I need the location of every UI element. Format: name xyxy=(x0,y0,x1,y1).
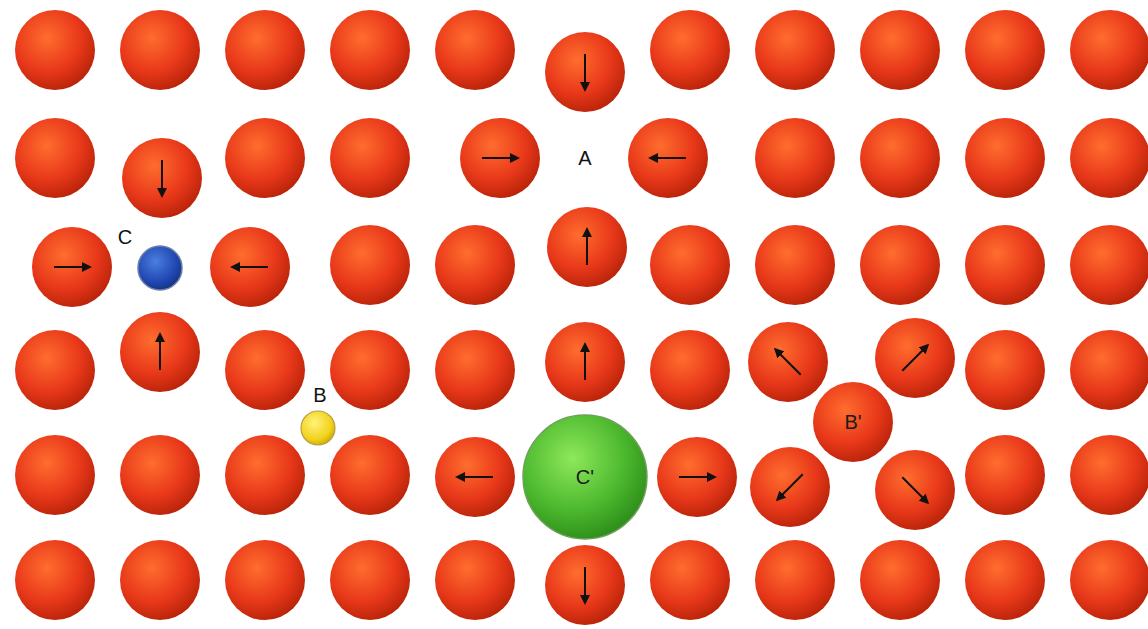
lattice-atom xyxy=(1070,330,1148,410)
lattice-atom xyxy=(15,435,95,515)
lattice-atom xyxy=(120,540,200,620)
lattice-atom xyxy=(330,225,410,305)
lattice-atom xyxy=(650,540,730,620)
lattice-atom xyxy=(755,540,835,620)
lattice-atom xyxy=(435,540,515,620)
displacement-arrow xyxy=(232,266,268,268)
lattice-atom xyxy=(755,10,835,90)
lattice-atom xyxy=(860,225,940,305)
lattice-atom xyxy=(545,32,625,112)
lattice-atom xyxy=(547,207,627,287)
lattice-atom xyxy=(225,435,305,515)
lattice-atom xyxy=(650,10,730,90)
lattice-atom xyxy=(965,225,1045,305)
lattice-atom xyxy=(1070,10,1148,90)
displacement-arrow xyxy=(650,157,686,159)
lattice-atom xyxy=(1070,435,1148,515)
lattice-atom xyxy=(32,227,112,307)
lattice-atom xyxy=(120,10,200,90)
displacement-arrow xyxy=(584,567,586,603)
displacement-arrow xyxy=(777,474,802,499)
lattice-atom xyxy=(860,10,940,90)
interstitial-atom xyxy=(138,246,182,290)
lattice-atom xyxy=(120,435,200,515)
lattice-atom xyxy=(965,330,1045,410)
substitutional-atom-large: C' xyxy=(523,415,647,539)
displacement-arrow xyxy=(54,266,90,268)
lattice-atom xyxy=(750,447,830,527)
defect-label: B' xyxy=(844,411,861,434)
lattice-atom xyxy=(225,540,305,620)
defect-label: B xyxy=(313,384,326,407)
lattice-atom xyxy=(15,10,95,90)
lattice-atom xyxy=(965,118,1045,198)
lattice-atom xyxy=(657,437,737,517)
defect-label: C' xyxy=(576,466,594,489)
displacement-arrow xyxy=(902,345,927,370)
lattice-atom xyxy=(965,540,1045,620)
displacement-arrow xyxy=(457,476,493,478)
lattice-atom xyxy=(755,118,835,198)
lattice-atom xyxy=(860,118,940,198)
lattice-atom xyxy=(545,545,625,625)
lattice-atom xyxy=(330,118,410,198)
lattice-atom xyxy=(650,330,730,410)
lattice-atom xyxy=(330,10,410,90)
displacement-arrow xyxy=(679,476,715,478)
lattice-atom xyxy=(1070,540,1148,620)
substitutional-atom: B' xyxy=(813,382,893,462)
atom-circle xyxy=(813,382,893,462)
lattice-atom xyxy=(628,118,708,198)
lattice-atom xyxy=(225,10,305,90)
lattice-atom xyxy=(330,435,410,515)
lattice-atom xyxy=(755,225,835,305)
lattice-atom xyxy=(15,540,95,620)
atom-circle xyxy=(523,415,647,539)
displacement-arrow xyxy=(902,477,927,502)
lattice-atom xyxy=(330,330,410,410)
interstitial-atom xyxy=(301,411,335,445)
lattice-atom xyxy=(122,138,202,218)
lattice-atom xyxy=(545,322,625,402)
displacement-arrow xyxy=(482,157,518,159)
lattice-atom xyxy=(210,227,290,307)
displacement-arrow xyxy=(775,349,800,374)
lattice-atom xyxy=(435,10,515,90)
lattice-atom xyxy=(435,330,515,410)
displacement-arrow xyxy=(159,334,161,370)
lattice-atom xyxy=(860,540,940,620)
lattice-atom xyxy=(875,450,955,530)
lattice-atom xyxy=(1070,225,1148,305)
displacement-arrow xyxy=(584,344,586,380)
lattice-atom xyxy=(460,118,540,198)
lattice-atom xyxy=(435,225,515,305)
defect-label: C xyxy=(118,226,132,249)
defect-label: A xyxy=(578,147,591,170)
lattice-atom xyxy=(225,118,305,198)
lattice-atom xyxy=(650,225,730,305)
displacement-arrow xyxy=(586,229,588,265)
displacement-arrow xyxy=(161,160,163,196)
lattice-atom xyxy=(435,437,515,517)
lattice-atom xyxy=(1070,118,1148,198)
lattice-atom xyxy=(965,10,1045,90)
lattice-atom xyxy=(15,330,95,410)
lattice-atom xyxy=(965,435,1045,515)
lattice-atom xyxy=(225,330,305,410)
lattice-atom xyxy=(875,318,955,398)
lattice-atom xyxy=(120,312,200,392)
lattice-atom xyxy=(330,540,410,620)
lattice-atom xyxy=(15,118,95,198)
lattice-atom xyxy=(748,322,828,402)
displacement-arrow xyxy=(584,54,586,90)
